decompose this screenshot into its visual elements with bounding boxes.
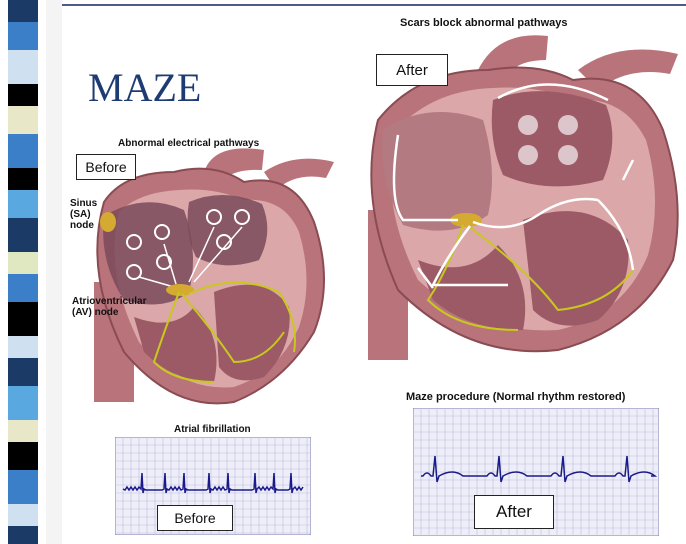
afib-caption: Atrial fibrillation <box>174 424 251 435</box>
maze-caption: Maze procedure (Normal rhythm restored) <box>406 392 625 403</box>
after-ecg-box: After <box>474 495 554 529</box>
decorative-stripe <box>0 0 62 544</box>
slide-title: MAZE <box>88 64 201 111</box>
before-heart-box: Before <box>76 154 136 180</box>
header-rule <box>62 4 686 6</box>
abnormal-pathways-label: Abnormal electrical pathways <box>118 138 259 149</box>
av-node-label: Atrioventricular (AV) node <box>72 296 146 318</box>
after-heart-box: After <box>376 54 448 86</box>
before-ecg-box: Before <box>157 505 233 531</box>
sa-node-label: Sinus (SA) node <box>70 198 97 231</box>
scars-label: Scars block abnormal pathways <box>400 18 568 29</box>
